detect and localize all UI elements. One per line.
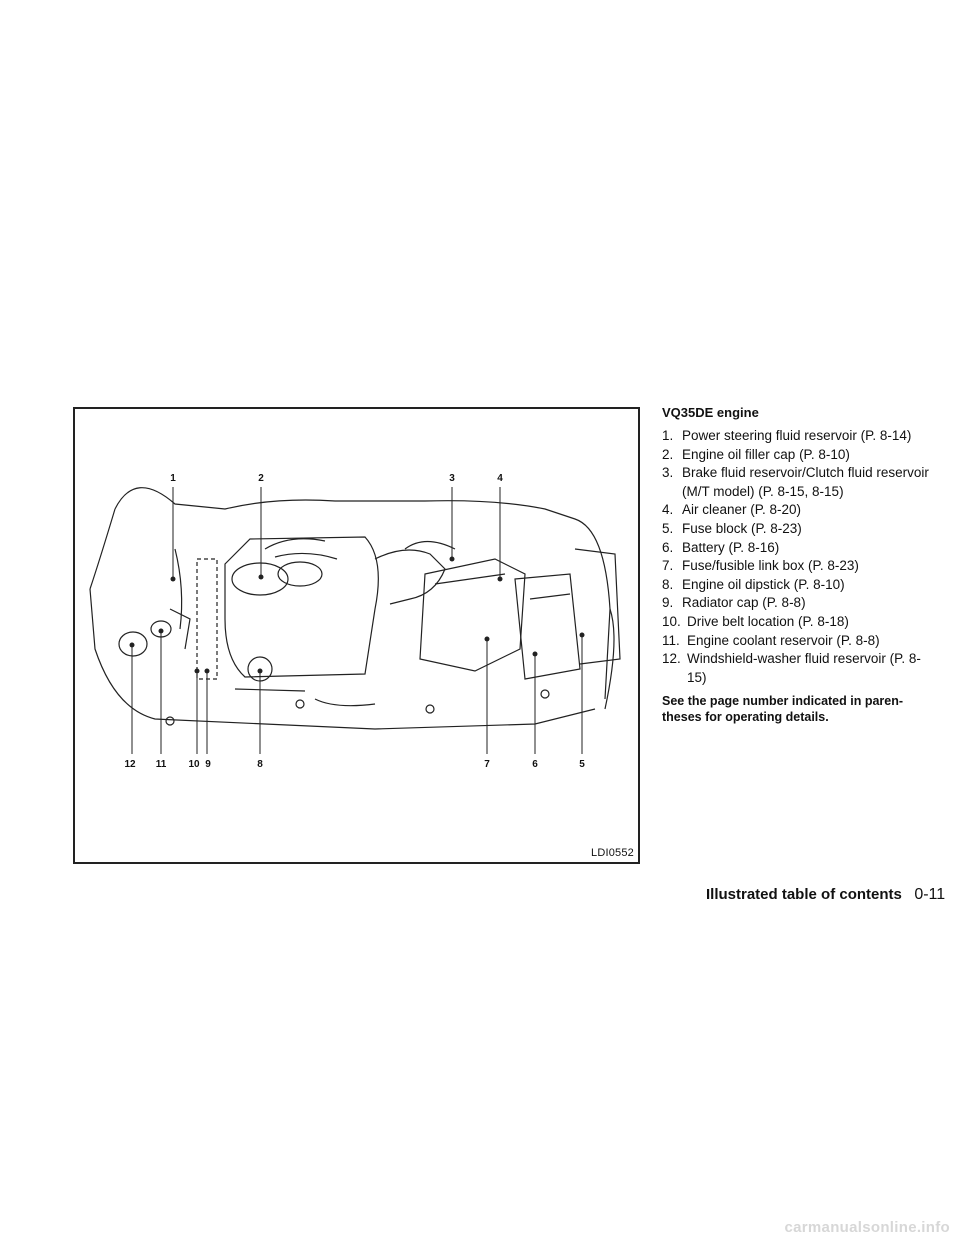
list-item: 2.Engine oil filler cap (P. 8-10) bbox=[662, 446, 850, 462]
battery-shape bbox=[514, 573, 581, 680]
engine-cover bbox=[224, 536, 379, 678]
text-column: VQ35DE engine 1.Power steering fluid res… bbox=[662, 405, 930, 725]
operating-details-note: See the page number indicated in paren-t… bbox=[662, 694, 904, 725]
callout-12: 12 bbox=[124, 759, 136, 770]
engine-bay-illustration: 1 2 3 4 12 11 10 9 8 7 6 5 LDI0552 bbox=[73, 407, 640, 864]
list-item: 8.Engine oil dipstick (P. 8-10) bbox=[662, 576, 845, 592]
watermark-text: carmanualsonline.info bbox=[784, 1219, 950, 1236]
callout-9: 9 bbox=[205, 759, 211, 770]
footer-section-title: Illustrated table of contents bbox=[706, 886, 902, 903]
callout-4: 4 bbox=[497, 473, 503, 484]
fender-outline bbox=[114, 487, 611, 700]
list-item: 4.Air cleaner (P. 8-20) bbox=[662, 502, 802, 518]
figure-code: LDI0552 bbox=[591, 847, 634, 859]
front-edge bbox=[89, 588, 596, 730]
callout-7: 7 bbox=[484, 759, 490, 770]
list-item: 12.Windshield-washer fluid reservoir (P.… bbox=[662, 651, 921, 685]
air-cleaner-shape bbox=[419, 558, 526, 672]
washer-reservoir-shape bbox=[118, 631, 148, 657]
list-item: 10.Drive belt location (P. 8-18) bbox=[662, 613, 849, 629]
page-footer: Illustrated table of contents 0-11 bbox=[706, 886, 945, 904]
section-title: VQ35DE engine bbox=[662, 405, 759, 420]
intake-hose bbox=[374, 549, 446, 605]
callout-3: 3 bbox=[449, 473, 455, 484]
fuse-block-shape bbox=[574, 548, 621, 665]
callout-11: 11 bbox=[156, 759, 167, 770]
list-item: 3.Brake fluid reservoir/Clutch fluid res… bbox=[662, 465, 929, 499]
callout-5: 5 bbox=[579, 759, 585, 770]
list-item: 11.Engine coolant reservoir (P. 8-8) bbox=[662, 632, 880, 648]
drive-belt-outline bbox=[196, 558, 218, 680]
oil-filler-cap-shape bbox=[231, 562, 289, 596]
callout-2: 2 bbox=[258, 473, 264, 484]
callout-10: 10 bbox=[188, 759, 200, 770]
engine-diagram: 1 2 3 4 12 11 10 9 8 7 6 5 bbox=[89, 473, 621, 770]
page-number: 0-11 bbox=[914, 886, 946, 903]
list-item: 1.Power steering fluid reservoir (P. 8-1… bbox=[662, 428, 912, 443]
list-item: 9.Radiator cap (P. 8-8) bbox=[662, 595, 806, 611]
list-item: 5.Fuse block (P. 8-23) bbox=[662, 520, 802, 536]
callout-8: 8 bbox=[257, 759, 263, 770]
list-item: 6.Battery (P. 8-16) bbox=[662, 539, 780, 555]
list-item: 7.Fuse/fusible link box (P. 8-23) bbox=[662, 558, 859, 574]
component-list: 1.Power steering fluid reservoir (P. 8-1… bbox=[662, 427, 930, 687]
callout-6: 6 bbox=[532, 759, 538, 770]
callout-1: 1 bbox=[170, 473, 176, 484]
left-fender-edge bbox=[89, 508, 116, 590]
